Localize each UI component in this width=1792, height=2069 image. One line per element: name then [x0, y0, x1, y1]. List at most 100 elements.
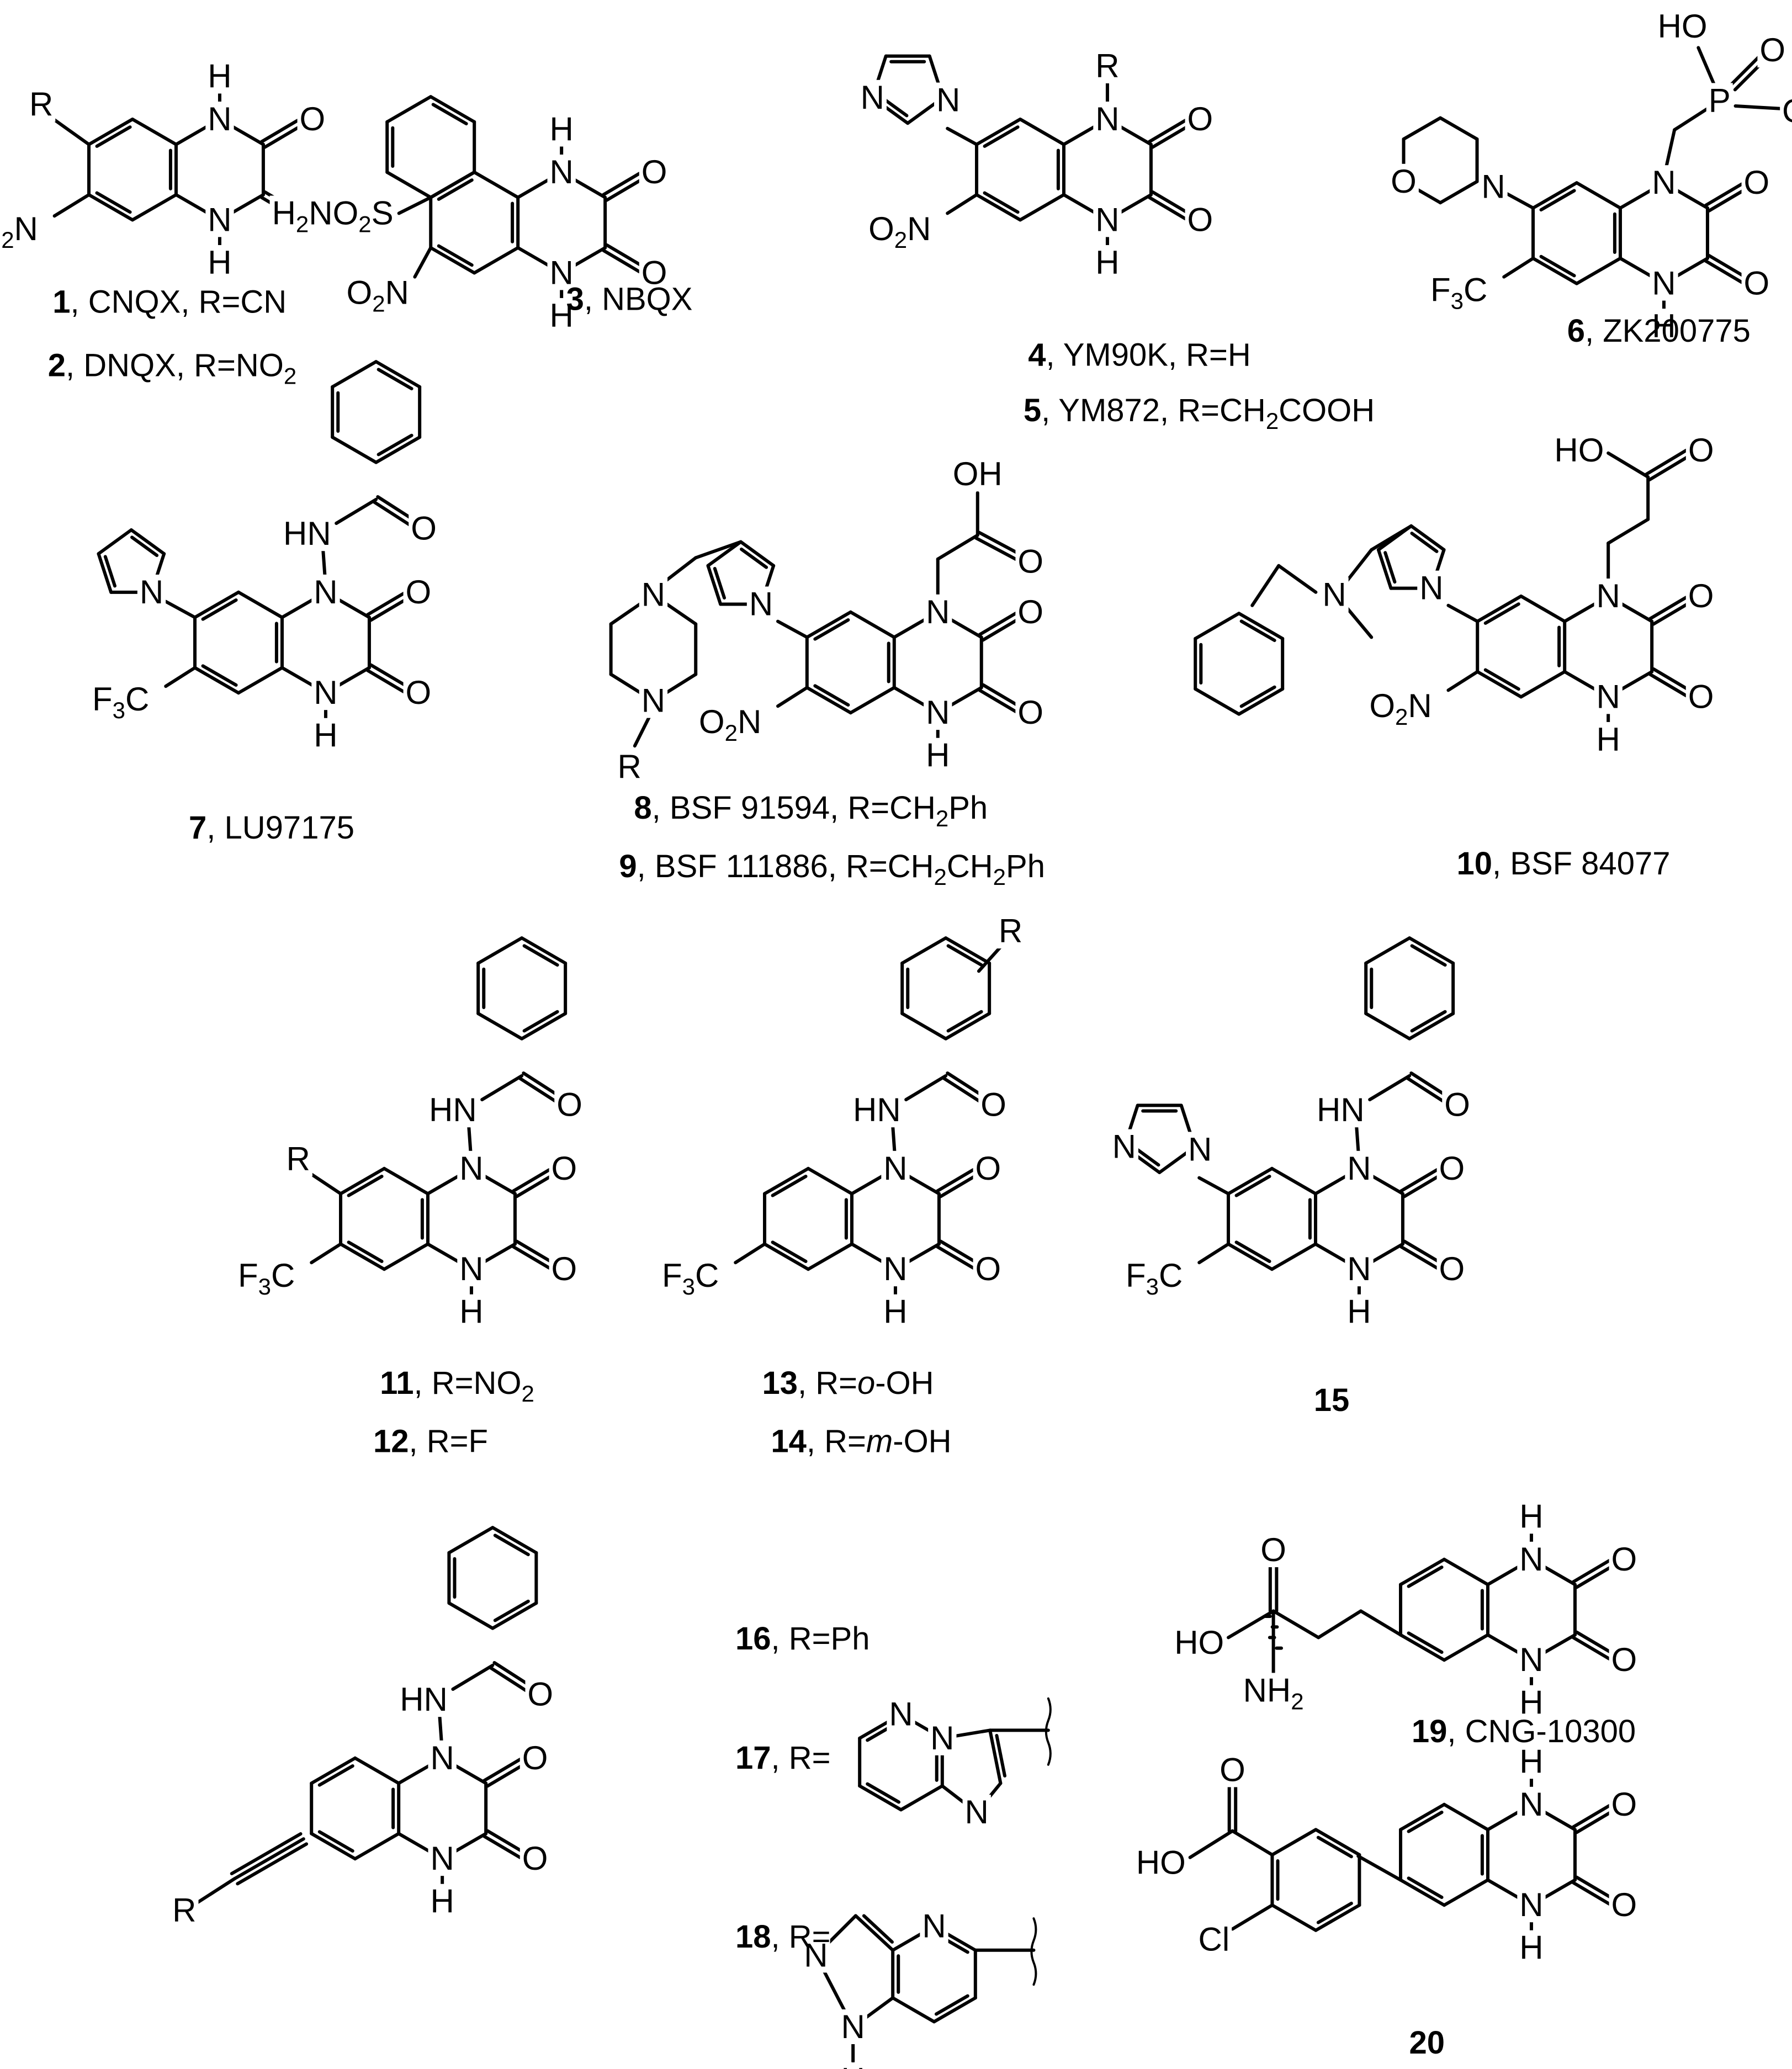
- bond: [1234, 1175, 1271, 1197]
- bond: [1402, 116, 1443, 141]
- bond: [1148, 119, 1187, 144]
- atom-backing: [1517, 1744, 1546, 1779]
- atom: O: [639, 254, 670, 291]
- bond: [1151, 124, 1190, 149]
- atom: H2NO2S: [269, 194, 396, 237]
- atom-backing: [26, 87, 56, 122]
- bond: [936, 1168, 975, 1193]
- atom-symbol: O: [699, 703, 725, 740]
- atom-symbol: HO: [1658, 8, 1708, 45]
- bond: [347, 1175, 384, 1197]
- bond: [87, 193, 134, 222]
- bond: [981, 617, 1021, 642]
- svg-text:P: P: [1709, 82, 1731, 119]
- bond: [263, 124, 303, 149]
- svg-text:O: O: [1187, 100, 1213, 137]
- bond: [1408, 1012, 1455, 1041]
- atom: R: [615, 749, 644, 786]
- bond: [1483, 602, 1520, 625]
- atom-backing: [137, 574, 166, 609]
- atom-subscript: 3: [258, 1274, 271, 1299]
- atom: N: [920, 1908, 948, 1945]
- atom: O: [519, 1739, 550, 1776]
- atom-symbol: N: [1419, 570, 1443, 607]
- atom-symbol: H: [926, 737, 950, 774]
- atom-symbol: N: [883, 1250, 907, 1287]
- atom: N: [1517, 1786, 1546, 1823]
- svg-text:N: N: [861, 79, 884, 116]
- svg-text:OH: OH: [953, 455, 1003, 492]
- atom-symbol: H: [1519, 1743, 1543, 1780]
- atom-backing: [1428, 272, 1490, 313]
- bond: [1539, 189, 1576, 212]
- svg-text:16, R=Ph: 16, R=Ph: [735, 1621, 870, 1657]
- svg-text:H: H: [883, 1293, 907, 1330]
- bond: [1439, 116, 1479, 141]
- atom-backing: [802, 1938, 830, 1973]
- atom-backing: [858, 79, 887, 115]
- svg-text:N: N: [430, 1739, 454, 1776]
- atom-subscript: 3: [1451, 288, 1464, 314]
- atom-backing: [1517, 1786, 1546, 1822]
- bond: [1607, 517, 1650, 545]
- atom: H: [1093, 244, 1122, 281]
- svg-text:3, NBQX: 3, NBQX: [566, 282, 693, 317]
- svg-text:O: O: [1688, 432, 1714, 469]
- atom-symbol: F: [662, 1257, 682, 1294]
- bond: [429, 171, 476, 199]
- atom-symbol: C: [695, 1257, 719, 1294]
- svg-text:R: R: [172, 1892, 196, 1929]
- atom-symbol: HN: [400, 1681, 448, 1718]
- compound-number: 18: [735, 1919, 771, 1955]
- bond: [763, 1242, 810, 1271]
- bond: [1407, 1631, 1444, 1654]
- compound-number: 8: [634, 790, 651, 826]
- svg-text:N: N: [1095, 201, 1119, 238]
- bond: [1410, 1010, 1447, 1033]
- atom-backing: [1196, 1922, 1232, 1957]
- svg-text:N: N: [1095, 100, 1119, 137]
- svg-text:O: O: [1260, 1531, 1286, 1568]
- svg-text:N: N: [549, 153, 573, 190]
- svg-text:O: O: [1759, 31, 1785, 68]
- label-separator: ,: [66, 348, 83, 384]
- svg-text:19, CNG-10300: 19, CNG-10300: [1412, 1713, 1636, 1749]
- atom-symbol: N: [1322, 576, 1346, 613]
- bond: [694, 540, 743, 560]
- label-separator: ,: [584, 282, 602, 317]
- atom: N: [924, 593, 952, 630]
- bond: [1446, 603, 1480, 623]
- atom: N: [1093, 201, 1122, 238]
- svg-text:H: H: [208, 244, 231, 281]
- atom-backing: [1517, 1541, 1546, 1577]
- atom-symbol: Cl: [1199, 1921, 1230, 1958]
- compound-name: R=NO: [432, 1365, 522, 1401]
- bond: [900, 1012, 948, 1041]
- compound-number: 20: [1409, 2025, 1445, 2061]
- atom: N: [881, 1150, 910, 1187]
- atom-backing: [457, 1150, 486, 1186]
- atom-backing: [1015, 594, 1046, 629]
- bond: [486, 1763, 526, 1788]
- bond: [1502, 257, 1535, 279]
- bond: [939, 1173, 978, 1198]
- atom: P: [1706, 82, 1733, 119]
- atom-backing: [1594, 722, 1623, 757]
- atom-symbol: O: [1187, 201, 1213, 238]
- atom: N: [1650, 265, 1678, 302]
- bond: [451, 1663, 495, 1691]
- bond: [377, 368, 413, 391]
- atom-backing: [1110, 1129, 1138, 1164]
- atom: HN: [1314, 1091, 1367, 1128]
- bond: [385, 95, 433, 124]
- atom: N: [1479, 168, 1508, 205]
- atom: N: [137, 574, 166, 611]
- atom-backing: [996, 914, 1025, 949]
- atom-symbol: N: [549, 254, 573, 291]
- atom-backing: [519, 1740, 550, 1775]
- svg-text:N: N: [1596, 577, 1620, 614]
- atom-symbol: N: [889, 1696, 913, 1733]
- compound-label: 6, ZK200775: [1567, 313, 1751, 349]
- atom-symbol: OH: [1782, 93, 1792, 130]
- bond: [374, 360, 422, 389]
